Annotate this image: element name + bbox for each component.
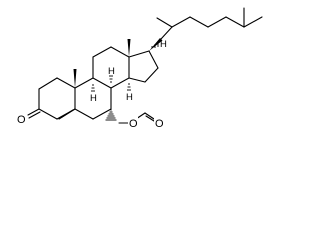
c17-hydrogen-label: H xyxy=(160,39,167,50)
ring-a xyxy=(38,77,76,120)
stereo-hash-bonds xyxy=(91,42,159,92)
ring-d xyxy=(128,50,159,83)
ester-oxygen-label: O xyxy=(129,118,138,130)
c13-methyl-wedge xyxy=(127,39,131,57)
ketone-oxygen-label: O xyxy=(17,114,26,126)
ring-b xyxy=(74,77,112,120)
structure-diagram: O O O H H H H xyxy=(16,7,263,130)
c14-hydrogen-label: H xyxy=(126,92,133,103)
c9-hydrogen-label: H xyxy=(90,93,97,104)
c10-methyl-wedge xyxy=(73,69,77,88)
c8-hydrogen-label: H xyxy=(108,66,115,77)
ring-c xyxy=(92,46,130,89)
formyl-oxygen-label: O xyxy=(155,118,164,130)
molecule-drawing: O O O H H H H xyxy=(16,7,263,130)
ketone-group xyxy=(27,108,41,119)
